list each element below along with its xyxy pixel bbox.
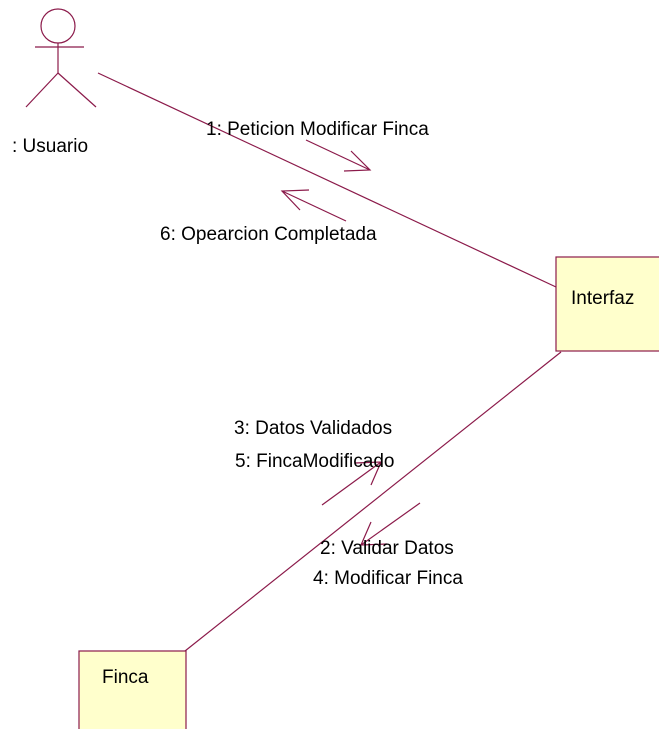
message-arrow-1 [305,139,372,172]
message-label-4: 4: Modificar Finca [313,568,463,589]
link-interfaz-finca [184,351,562,652]
actor-head [40,8,76,44]
object-interfaz[interactable]: Interfaz [555,256,659,352]
actor-label: : Usuario [12,136,88,157]
message-label-5: 5: FincaModificado [235,451,394,472]
message-label-3: 3: Datos Validados [234,418,392,439]
message-arrow-3-5 [321,461,382,506]
object-box [78,650,187,729]
message-label-1: 1: Peticion Modificar Finca [206,119,429,140]
message-arrow-6 [280,189,347,222]
message-label-2: 2: Validar Datos [320,538,454,559]
actor-right-leg [57,72,97,108]
object-box [555,256,659,352]
object-label: Finca [102,667,149,688]
actor-left-leg [25,72,59,108]
actor-usuario[interactable] [25,8,97,108]
object-label: Interfaz [571,288,634,309]
object-finca[interactable]: Finca [78,650,187,729]
message-arrow-2-4 [360,502,421,546]
link-usuario-interfaz [97,72,557,288]
message-label-6: 6: Opearcion Completada [160,224,377,245]
